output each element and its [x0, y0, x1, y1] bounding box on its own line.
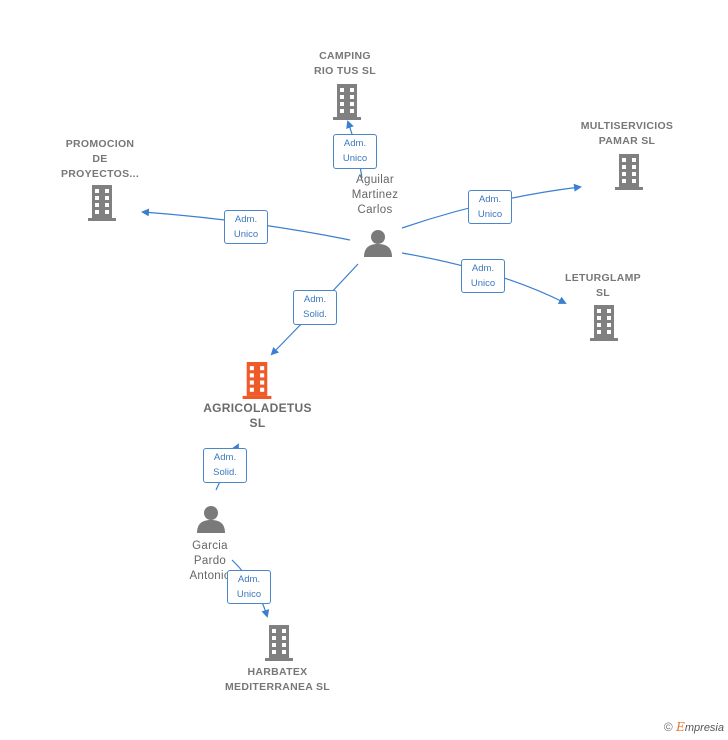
harbatex-building-icon [265, 625, 293, 661]
camping-label[interactable]: CAMPING RIO TUS SL [314, 50, 376, 77]
leturglamp-label[interactable]: LETURGLAMP SL [565, 272, 641, 299]
edge-label-garcia-harbatex: Adm. Unico [227, 570, 271, 604]
multiservicios-building-icon [615, 154, 643, 190]
edge-label-garcia-agricoladetus: Adm. Solid. [203, 448, 247, 483]
harbatex-label[interactable]: HARBATEX MEDITERRANEA SL [224, 666, 331, 693]
brand-name: mpresia [684, 722, 724, 734]
copyright-symbol: © [663, 720, 673, 734]
edge-label-agricoladetus: Adm. Solid. [293, 290, 337, 325]
edge-label-multiservicios: Adm. Unico [468, 190, 512, 224]
multiservicios-label[interactable]: MULTISERVICIOS PAMAR SL [580, 120, 674, 147]
garcia-person-icon [197, 506, 225, 533]
aguilar-label[interactable]: Aguilar Martinez Carlos [351, 174, 399, 216]
edge-label-promocion: Adm. Unico [224, 210, 268, 244]
aguilar-person-icon [364, 230, 392, 257]
garcia-label[interactable]: Garcia Pardo Antonio [189, 540, 231, 582]
brand-initial: E [676, 720, 685, 734]
footer-credit: © Empresia [664, 720, 724, 734]
camping-building-icon [333, 84, 361, 120]
agricoladetus-building-icon [242, 362, 272, 399]
leturglamp-building-icon [590, 305, 618, 341]
agricoladetus-label[interactable]: AGRICOLADETUS SL [203, 401, 312, 430]
promocion-building-icon [88, 185, 116, 221]
promocion-label[interactable]: PROMOCION DE PROYECTOS... [60, 138, 140, 180]
edge-label-leturglamp: Adm. Unico [461, 259, 505, 293]
edge-label-camping: Adm. Unico [333, 134, 377, 169]
